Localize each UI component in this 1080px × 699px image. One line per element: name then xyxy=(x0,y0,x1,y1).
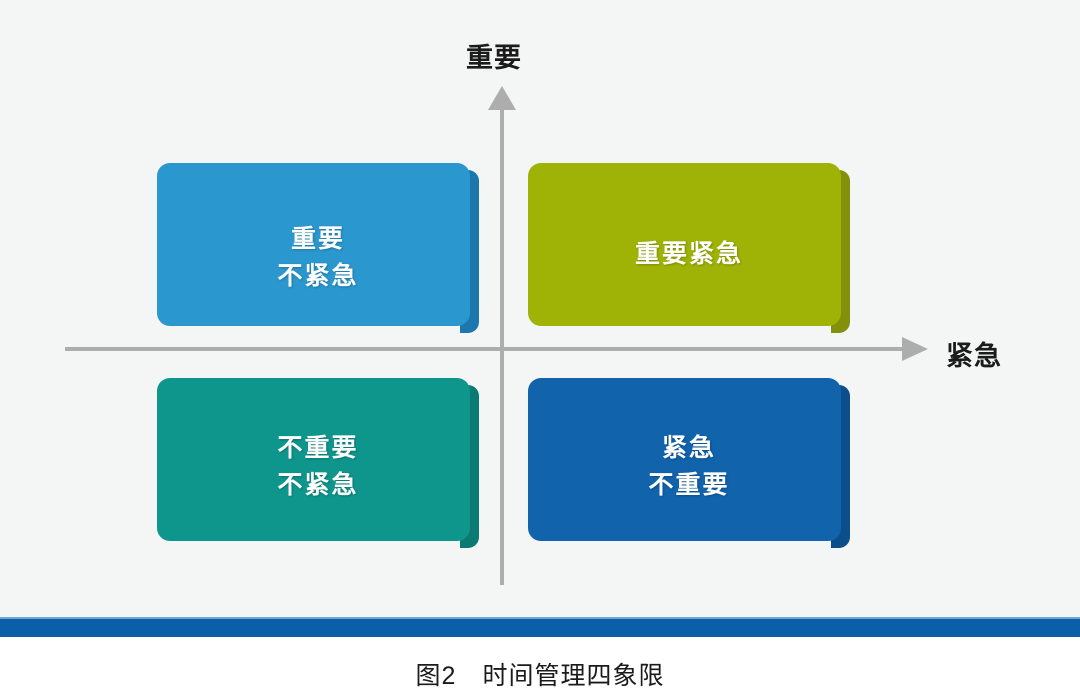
quadrant-important-not-urgent[interactable]: 重要 不紧急 xyxy=(157,163,479,333)
quadrant-label-group: 重要紧急 xyxy=(533,236,846,273)
horizontal-axis-line xyxy=(65,347,905,351)
quadrant-face xyxy=(157,378,470,541)
quadrant-label-line-1: 重要紧急 xyxy=(634,239,743,268)
quadrant-urgent-not-important[interactable]: 紧急 不重要 xyxy=(528,378,850,548)
quadrant-label-group: 紧急 不重要 xyxy=(533,430,846,504)
figure-caption: 图2 时间管理四象限 xyxy=(415,662,665,690)
quadrant-label-group: 不重要 不紧急 xyxy=(162,430,475,504)
quadrant-label-line-1: 重要 xyxy=(290,225,345,253)
quadrant-face xyxy=(528,163,841,326)
quadrant-important-urgent[interactable]: 重要紧急 xyxy=(528,163,850,333)
quadrant-label-line-1: 紧急 xyxy=(661,434,716,462)
vertical-axis-line xyxy=(500,104,504,585)
vertical-axis-arrow-icon xyxy=(488,86,516,110)
divider-bar-highlight xyxy=(0,617,1080,619)
divider-bar xyxy=(0,619,1080,637)
horizontal-axis-label: 紧急 xyxy=(946,341,1002,371)
quadrant-label-line-1: 不重要 xyxy=(277,434,359,462)
quadrant-label-line-2: 不紧急 xyxy=(277,471,359,499)
quadrant-label-line-2: 不重要 xyxy=(648,471,730,499)
diagram-canvas: 重要 紧急 重要 不紧急 重要紧急 不重要 不紧急 xyxy=(0,0,1080,619)
quadrant-label-group: 重要 不紧急 xyxy=(162,221,475,295)
quadrant-face xyxy=(528,378,841,541)
vertical-axis-label: 重要 xyxy=(466,43,522,73)
horizontal-axis-arrow-icon xyxy=(902,337,928,361)
quadrant-label-line-2: 不紧急 xyxy=(277,262,359,290)
quadrant-not-important-not-urgent[interactable]: 不重要 不紧急 xyxy=(157,378,479,548)
quadrant-face xyxy=(157,163,470,326)
